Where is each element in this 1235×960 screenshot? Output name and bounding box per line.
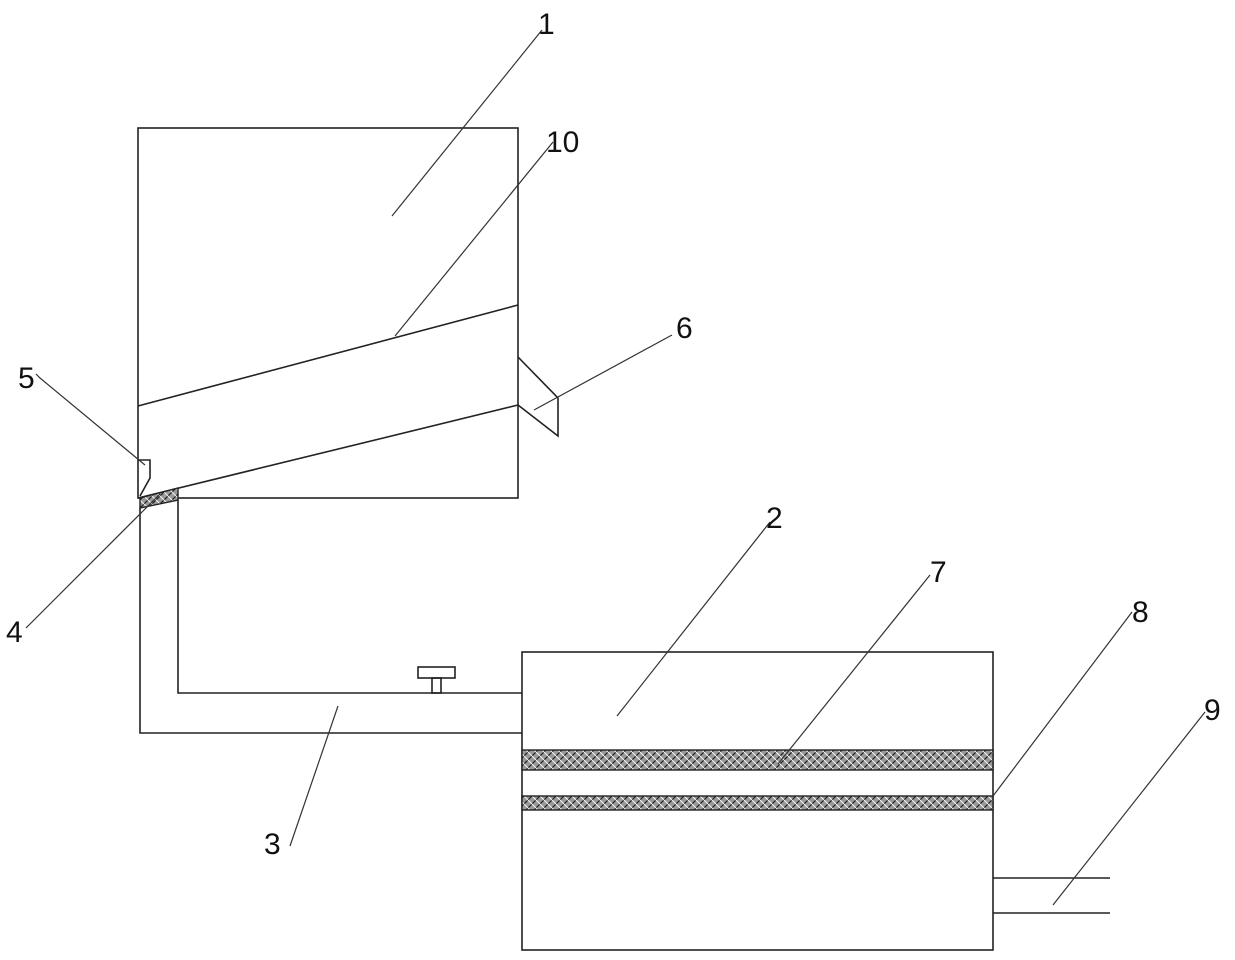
callout-6: 6 [676,312,693,345]
leader-line-6 [533,334,673,411]
callout-10: 10 [546,126,579,159]
leader-line-10 [394,141,554,337]
callout-2: 2 [766,502,783,535]
valve-stem [431,677,442,694]
leader-line-2 [616,521,771,717]
inclined-bottom-plate [137,404,519,499]
outlet-filter-mesh [139,487,179,509]
leader-line-7 [777,574,931,765]
leader-line-3 [289,705,339,847]
pipe-outer-wall [139,508,522,734]
callout-1: 1 [538,8,555,41]
callout-4: 4 [6,616,23,649]
callout-8: 8 [1132,596,1149,629]
leader-line-5 [35,373,146,466]
discharge-chute [517,356,559,438]
inclined-screen-line [137,304,519,407]
upper-tank [137,127,519,499]
flap-part [138,459,151,497]
leader-line-8 [992,611,1133,797]
valve-handle [417,666,456,679]
leader-line-9 [1052,711,1206,906]
leader-line-1 [391,29,543,217]
filter-layer-upper [521,749,994,771]
leader-line-4 [25,493,161,629]
pipe-inner-wall [177,500,522,694]
filter-layer-lower [521,795,994,811]
callout-9: 9 [1204,694,1221,727]
callout-7: 7 [930,556,947,589]
callout-5: 5 [18,362,35,395]
callout-3: 3 [264,828,281,861]
